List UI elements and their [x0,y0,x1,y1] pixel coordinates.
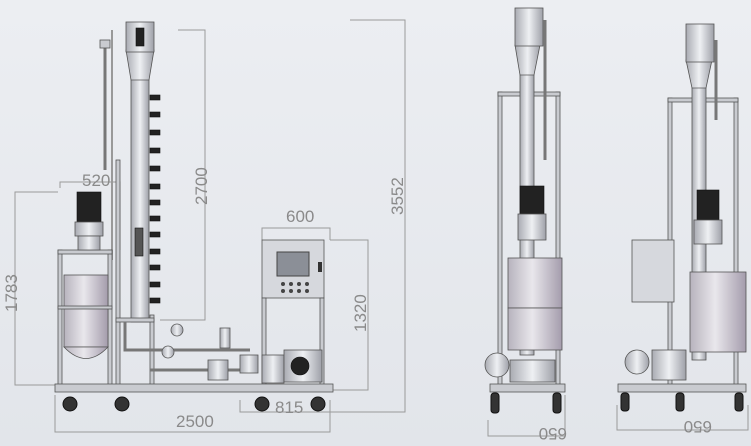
pressure-gauge [170,323,184,337]
blower [484,352,510,378]
valve [239,354,259,374]
pump-fan-cover [290,356,310,376]
tank-bottom [63,346,109,359]
feed-pipe [123,322,250,352]
frame-post [497,91,503,391]
column-sight-glass [134,227,144,257]
column-sample-ports [149,94,161,304]
motor-mount [77,235,101,251]
condenser-head [685,23,715,63]
dim-cabinet-width: 600 [286,207,314,226]
column-support-beam [115,317,155,323]
dimension-lines [14,19,406,433]
dim-side-width: 650 [539,424,567,443]
tank-frame-post [107,249,113,386]
flow-meter [161,345,175,359]
casters [620,392,744,412]
tank-frame-post [57,249,63,386]
cabinet-buttons [281,262,322,293]
side-view-right: 650 [616,23,749,436]
dim-overall-length: 2500 [176,412,214,431]
pump-assembly [651,349,687,381]
condenser-head [514,7,544,47]
base-frame [617,383,747,393]
reboiler-tank-lower [507,307,563,351]
agitator-motor [696,189,720,221]
dim-pump-offset: 815 [275,398,303,417]
side-view-left: 650 [484,7,567,443]
blower [624,349,650,375]
casters [490,392,562,414]
tank-band [57,305,113,310]
column-support-post [115,159,121,386]
pump-head [261,354,285,384]
reboiler-tank [63,274,109,348]
dim-side-width: 650 [684,417,712,436]
column-cone [125,49,155,81]
column-cone [685,59,713,89]
casters [62,396,326,412]
tank-frame-top [57,249,113,255]
front-view: 520 2700 3552 600 1783 1320 2500 815 [2,19,407,433]
dim-tank-frame-height: 1783 [2,274,21,312]
reboiler-tank [507,257,563,309]
pump-assembly [509,359,556,383]
sight-glass [135,27,145,47]
pipe-fitting [99,39,111,49]
dim-motor-width: 520 [82,171,110,190]
base-frame [489,383,566,393]
hmi-screen [276,251,310,277]
base-frame [54,383,334,393]
gearbox [517,213,547,241]
dim-overall-height: 3552 [388,177,407,215]
dim-cabinet-height: 1320 [351,294,370,332]
gearbox [74,221,104,237]
distillation-column [130,61,150,323]
dim-column-height: 2700 [192,167,211,205]
agitator-motor [519,185,545,215]
agitator-motor [76,191,102,223]
control-cabinet [631,239,675,303]
reboiler-tank [689,271,747,353]
gearbox [693,219,723,245]
gate-valve [219,327,231,349]
filter-housing [207,359,229,381]
column-cone [514,44,541,76]
